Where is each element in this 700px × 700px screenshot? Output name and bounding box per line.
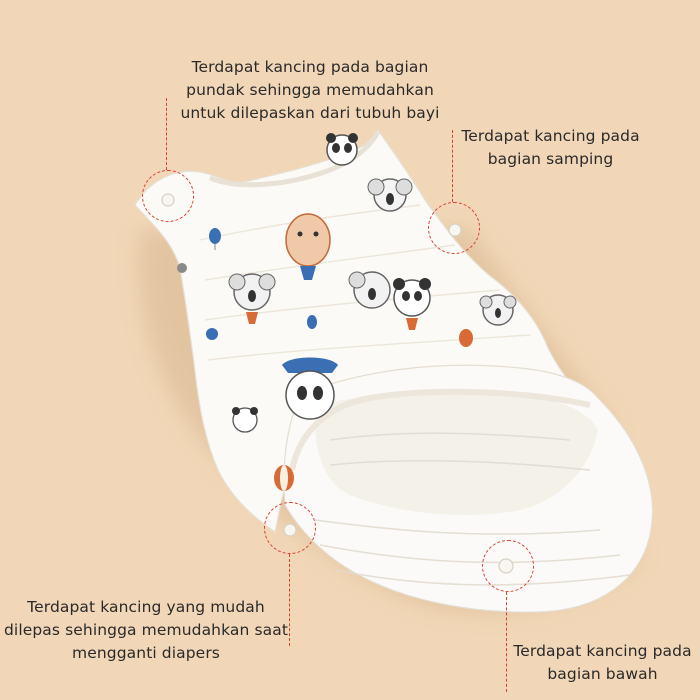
bottom-caption-line-1: Terdapat kancing pada [513, 642, 692, 660]
side-connector-line [452, 130, 453, 202]
shoulder-connector-line [166, 98, 167, 170]
side-caption-line-2: bagian samping [487, 150, 614, 168]
shoulder-caption-line-2: pundak sehingga memudahkan [186, 81, 434, 99]
bottom-button-caption: Terdapat kancing pada bagian bawah [510, 640, 695, 686]
shoulder-button-caption: Terdapat kancing pada bagian pundak sehi… [180, 56, 440, 125]
side-button-caption: Terdapat kancing pada bagian samping [458, 125, 643, 171]
shoulder-caption-line-1: Terdapat kancing pada bagian [191, 58, 429, 76]
bottom-button-marker [482, 540, 534, 592]
shoulder-caption-line-3: untuk dilepaskan dari tubuh bayi [180, 104, 440, 122]
diaper-connector-line [289, 554, 290, 646]
bottom-caption-line-2: bagian bawah [547, 665, 658, 683]
shoulder-button-marker [142, 170, 194, 222]
diaper-caption-line-3: mengganti diapers [72, 644, 220, 662]
side-caption-line-1: Terdapat kancing pada [461, 127, 640, 145]
side-button-marker [428, 202, 480, 254]
bottom-connector-line [506, 592, 507, 692]
diaper-button-marker [264, 502, 316, 554]
fabric-print [177, 133, 517, 491]
diaper-button-caption: Terdapat kancing yang mudah dilepas sehi… [0, 596, 292, 665]
diaper-caption-line-2: dilepas sehingga memudahkan saat [3, 621, 289, 639]
diaper-caption-line-1: Terdapat kancing yang mudah [27, 598, 265, 616]
